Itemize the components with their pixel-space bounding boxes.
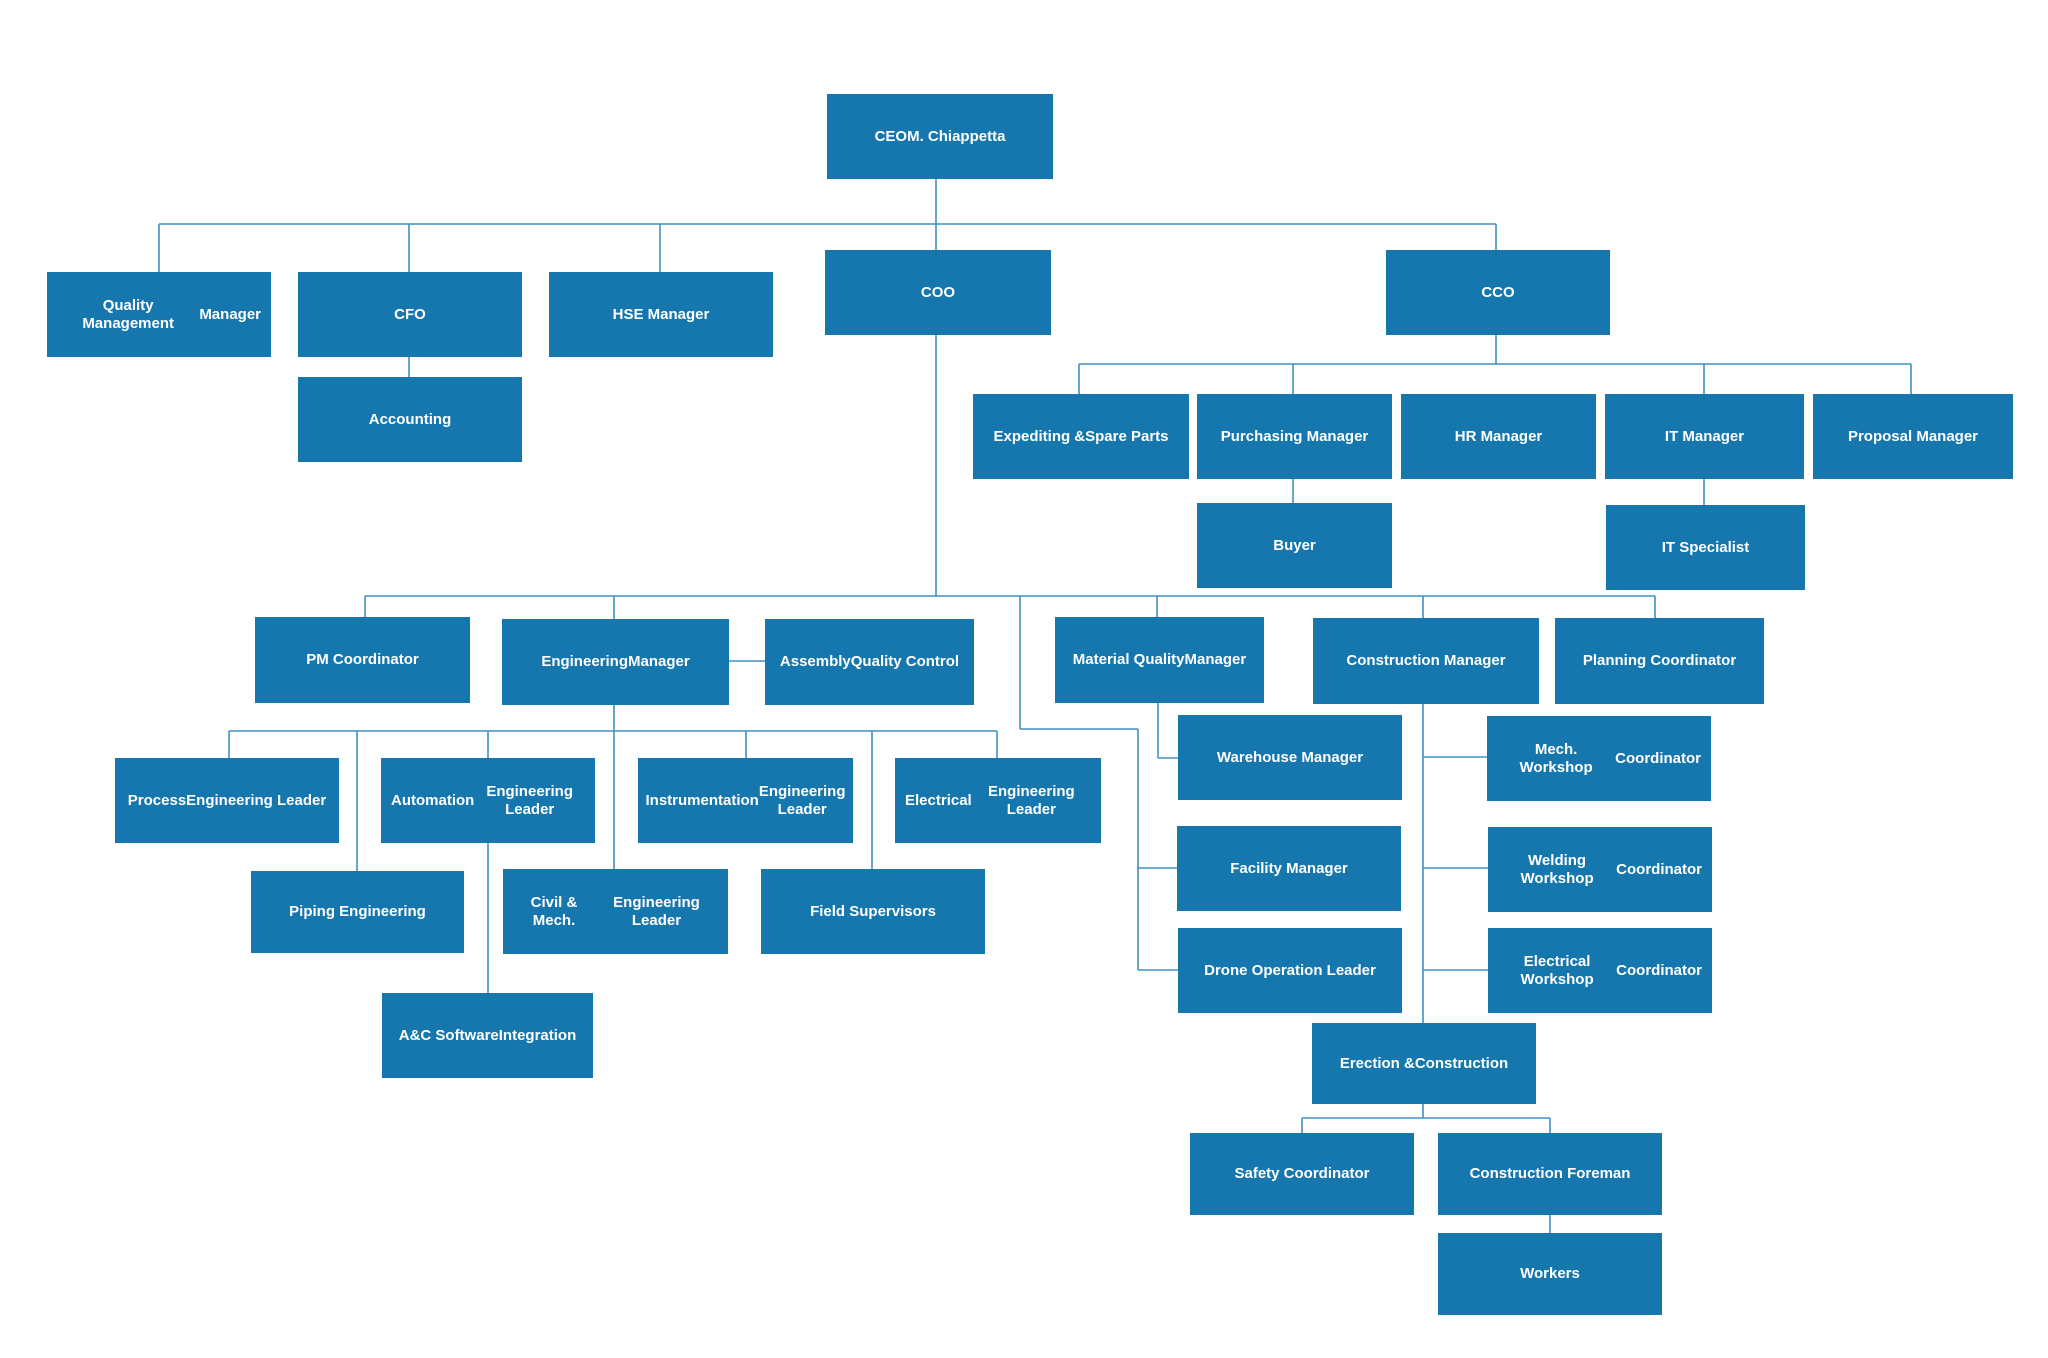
node-cfo[interactable]: CFO bbox=[298, 272, 522, 357]
node-buyer-label: Buyer bbox=[1273, 536, 1316, 554]
node-warehouse-manager[interactable]: Warehouse Manager bbox=[1178, 715, 1402, 800]
node-field-supervisors[interactable]: Field Supervisors bbox=[761, 869, 985, 954]
node-accounting[interactable]: Accounting bbox=[298, 377, 522, 462]
node-electrical-line-2: Engineering Leader bbox=[988, 783, 1075, 818]
node-cfo-label: CFO bbox=[394, 305, 426, 323]
node-hse-manager[interactable]: HSE Manager bbox=[549, 272, 773, 357]
node-cco-label: CCO bbox=[1481, 283, 1515, 301]
node-expediting-line-1: Expediting & bbox=[993, 427, 1086, 445]
node-erection-line-2: Construction bbox=[1414, 1054, 1509, 1072]
node-expediting-line-2: Spare Parts bbox=[1085, 427, 1169, 445]
node-it-label: IT Manager bbox=[1664, 427, 1745, 445]
node-piping-label: Piping Engineering bbox=[289, 903, 426, 921]
node-construction-manager[interactable]: Construction Manager bbox=[1313, 618, 1539, 704]
node-ceo-line-1: CEO bbox=[874, 127, 908, 145]
node-instrumentation-line-1: Instrumentation bbox=[645, 791, 759, 809]
node-ceo-line-2: M. Chiappetta bbox=[907, 127, 1006, 145]
node-coo[interactable]: COO bbox=[825, 250, 1051, 335]
node-mechws-line-2: Coordinator bbox=[1615, 749, 1701, 767]
node-piping-engineering[interactable]: Piping Engineering bbox=[251, 871, 464, 953]
node-automation-engineering-leader[interactable]: Automation Engineering Leader bbox=[381, 758, 595, 843]
node-it-specialist[interactable]: IT Specialist bbox=[1606, 505, 1805, 590]
node-eng-line-2: Manager bbox=[628, 653, 690, 671]
node-process-line-1: Process bbox=[127, 791, 187, 809]
node-eng-line-1: Engineering bbox=[541, 653, 628, 671]
node-purchasing-label: Purchasing Manager bbox=[1220, 427, 1369, 445]
node-assembly-line-2: Quality Control bbox=[850, 653, 960, 671]
node-planning-label: Planning Coordinator bbox=[1582, 652, 1737, 670]
node-acsw-line-1: A&C Software bbox=[398, 1026, 499, 1044]
node-erection-construction[interactable]: Erection &Construction bbox=[1312, 1023, 1536, 1104]
node-safety-coordinator[interactable]: Safety Coordinator bbox=[1190, 1133, 1414, 1215]
node-pm-label: PM Coordinator bbox=[306, 651, 419, 669]
node-expediting-spare-parts[interactable]: Expediting &Spare Parts bbox=[973, 394, 1189, 479]
node-hr-manager[interactable]: HR Manager bbox=[1401, 394, 1596, 479]
node-electrical-workshop-coordinator[interactable]: Electrical Workshop Coordinator bbox=[1488, 928, 1712, 1013]
node-pm-coordinator[interactable]: PM Coordinator bbox=[255, 617, 470, 703]
node-matq-line-1: Material Quality bbox=[1072, 651, 1185, 669]
node-construction-foreman[interactable]: Construction Foreman bbox=[1438, 1133, 1662, 1215]
node-weldws-line-2: Coordinator bbox=[1616, 860, 1702, 878]
node-acsw-line-2: Integration bbox=[498, 1026, 577, 1044]
node-elecws-line-2: Coordinator bbox=[1616, 961, 1702, 979]
node-automation-line-1: Automation bbox=[391, 791, 475, 809]
node-foreman-label: Construction Foreman bbox=[1469, 1165, 1631, 1183]
node-qmm-line-2: Manager bbox=[199, 305, 261, 323]
node-planning-coordinator[interactable]: Planning Coordinator bbox=[1555, 618, 1764, 704]
node-cco[interactable]: CCO bbox=[1386, 250, 1610, 335]
node-proposal-label: Proposal Manager bbox=[1847, 427, 1979, 445]
node-field-label: Field Supervisors bbox=[810, 902, 936, 920]
node-mech-workshop-coordinator[interactable]: Mech. Workshop Coordinator bbox=[1487, 716, 1711, 801]
node-warehouse-label: Warehouse Manager bbox=[1216, 748, 1364, 766]
node-weldws-line-1: Welding Workshop bbox=[1520, 852, 1594, 887]
node-proposal-manager[interactable]: Proposal Manager bbox=[1813, 394, 2013, 479]
node-electrical-line-1: Electrical bbox=[905, 791, 972, 809]
node-civil-mech-engineering-leader[interactable]: Civil & Mech. Engineering Leader bbox=[503, 869, 728, 954]
node-workers[interactable]: Workers bbox=[1438, 1233, 1662, 1315]
node-workers-label: Workers bbox=[1520, 1265, 1580, 1283]
node-hse-label: HSE Manager bbox=[612, 305, 710, 323]
node-quality-management-manager[interactable]: Quality Management Manager bbox=[47, 272, 271, 357]
node-instrumentation-line-2: Engineering Leader bbox=[758, 783, 846, 818]
node-civil-line-2: Engineering Leader bbox=[613, 894, 700, 929]
node-process-line-2: Engineering Leader bbox=[186, 791, 327, 809]
node-assembly-line-1: Assembly bbox=[779, 653, 851, 671]
node-purchasing-manager[interactable]: Purchasing Manager bbox=[1197, 394, 1392, 479]
node-matq-line-2: Manager bbox=[1184, 651, 1247, 669]
node-safety-label: Safety Coordinator bbox=[1234, 1165, 1370, 1183]
node-electrical-engineering-leader[interactable]: Electrical Engineering Leader bbox=[895, 758, 1101, 843]
node-hr-label: HR Manager bbox=[1454, 427, 1543, 445]
node-facility-label: Facility Manager bbox=[1230, 859, 1348, 877]
node-mechws-line-1: Mech. Workshop bbox=[1519, 741, 1593, 776]
node-drone-label: Drone Operation Leader bbox=[1204, 961, 1376, 979]
node-facility-manager[interactable]: Facility Manager bbox=[1177, 826, 1401, 911]
node-elecws-line-1: Electrical Workshop bbox=[1520, 953, 1594, 988]
node-accounting-label: Accounting bbox=[368, 410, 452, 428]
node-civil-line-1: Civil & Mech. bbox=[530, 894, 578, 929]
node-it-manager[interactable]: IT Manager bbox=[1605, 394, 1804, 479]
node-welding-workshop-coordinator[interactable]: Welding Workshop Coordinator bbox=[1488, 827, 1712, 912]
node-automation-line-2: Engineering Leader bbox=[486, 783, 573, 818]
node-constr-label: Construction Manager bbox=[1346, 652, 1506, 670]
node-erection-line-1: Erection & bbox=[1339, 1054, 1415, 1072]
node-itspec-label: IT Specialist bbox=[1661, 538, 1750, 556]
node-qmm-line-1: Quality Management bbox=[82, 297, 174, 332]
node-drone-operation-leader[interactable]: Drone Operation Leader bbox=[1178, 928, 1402, 1013]
node-coo-label: COO bbox=[920, 283, 956, 301]
node-buyer[interactable]: Buyer bbox=[1197, 503, 1392, 588]
